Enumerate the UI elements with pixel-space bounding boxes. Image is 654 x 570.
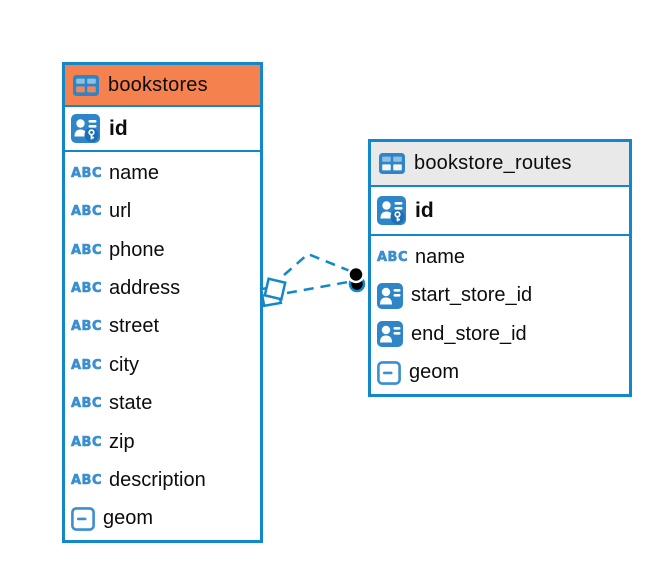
- column-row-id[interactable]: id: [65, 107, 260, 152]
- geometry-icon: [377, 360, 401, 385]
- varchar-icon: ABC: [71, 319, 103, 335]
- column-row-city[interactable]: ABC city: [65, 346, 260, 385]
- varchar-icon: ABC: [71, 472, 103, 489]
- varchar-icon: ABC: [377, 249, 409, 265]
- relationship-line-end-store[interactable]: [286, 280, 349, 295]
- column-name: id: [109, 116, 128, 140]
- column-name: geom: [409, 361, 460, 384]
- column-row-geom[interactable]: geom: [371, 353, 629, 392]
- table-bookstore-routes-header[interactable]: bookstore_routes: [371, 142, 629, 187]
- relationship-diamond-marker[interactable]: [259, 277, 287, 308]
- column-name: name: [109, 161, 160, 184]
- varchar-icon: ABC: [71, 357, 103, 373]
- relationship-dot-marker[interactable]: [347, 265, 366, 293]
- column-name: url: [109, 200, 132, 223]
- geometry-icon: [71, 506, 95, 531]
- table-icon: [379, 153, 405, 174]
- primary-key-icon: [377, 196, 406, 225]
- table-bookstore-routes-body: ABC name start_store_id end_store_id ge: [371, 236, 629, 394]
- column-name: phone: [109, 238, 165, 261]
- varchar-icon: ABC: [71, 242, 103, 258]
- column-row-geom[interactable]: geom: [65, 499, 260, 539]
- column-name: address: [109, 276, 181, 299]
- column-row-start-store-id[interactable]: start_store_id: [371, 276, 629, 315]
- varchar-icon: ABC: [71, 396, 103, 412]
- column-name: city: [109, 353, 139, 376]
- column-row-street[interactable]: ABC street: [65, 307, 260, 347]
- column-name: start_store_id: [411, 284, 533, 307]
- column-name: state: [109, 392, 153, 415]
- table-icon: [73, 74, 99, 96]
- relationship-line-start-store[interactable]: [283, 252, 351, 276]
- column-row-description[interactable]: ABC description: [65, 461, 260, 500]
- column-name: street: [109, 315, 160, 338]
- table-bookstores[interactable]: bookstores id ABC name ABC url ABC phone…: [62, 62, 263, 543]
- column-name: name: [415, 245, 466, 268]
- column-row-name[interactable]: ABC name: [65, 154, 260, 193]
- column-name: end_store_id: [411, 322, 527, 345]
- column-row-name[interactable]: ABC name: [371, 238, 629, 277]
- column-row-state[interactable]: ABC state: [65, 384, 260, 423]
- column-name: geom: [103, 507, 154, 530]
- table-bookstore-routes[interactable]: bookstore_routes id ABC name start_store…: [368, 139, 632, 397]
- column-name: id: [415, 198, 434, 222]
- column-row-zip[interactable]: ABC zip: [65, 422, 260, 462]
- varchar-icon: ABC: [71, 434, 103, 450]
- table-bookstores-header[interactable]: bookstores: [65, 65, 260, 107]
- column-row-address[interactable]: ABC address: [65, 269, 260, 308]
- varchar-icon: ABC: [71, 280, 103, 297]
- column-row-end-store-id[interactable]: end_store_id: [371, 315, 629, 354]
- primary-key-icon: [71, 114, 100, 143]
- column-row-phone[interactable]: ABC phone: [65, 230, 260, 270]
- table-title: bookstore_routes: [414, 152, 572, 174]
- foreign-key-icon: [377, 282, 403, 309]
- varchar-icon: ABC: [71, 204, 103, 220]
- varchar-icon: ABC: [71, 165, 103, 181]
- table-title: bookstores: [108, 73, 208, 96]
- foreign-key-icon: [377, 321, 403, 348]
- column-name: zip: [109, 430, 135, 453]
- column-row-id[interactable]: id: [371, 187, 629, 236]
- table-bookstores-body: ABC name ABC url ABC phone ABC address A…: [65, 152, 260, 540]
- column-name: description: [109, 468, 206, 491]
- column-row-url[interactable]: ABC url: [65, 192, 260, 231]
